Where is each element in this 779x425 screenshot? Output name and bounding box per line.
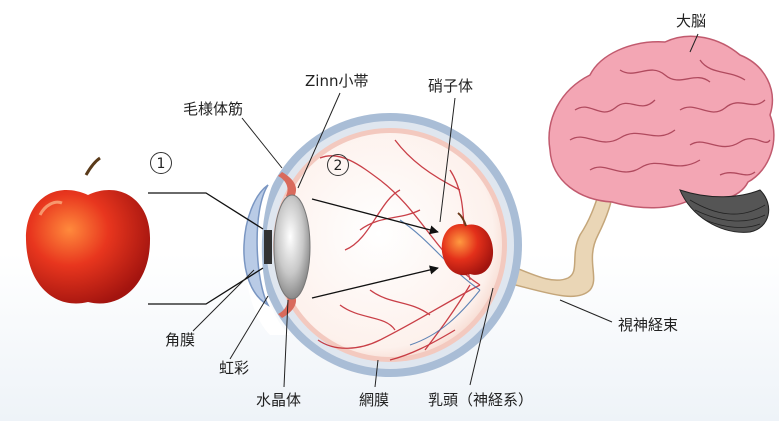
label-iris: 虹彩 [219,361,249,376]
label-zinn: Zinn小帯 [305,74,368,89]
label-disc: 乳頭（神経系） [428,393,533,408]
label-cornea: 角膜 [165,333,195,348]
marker-two: 2 [327,154,349,176]
label-lens: 水晶体 [256,393,301,408]
label-brain: 大脳 [676,14,706,29]
marker-one: 1 [150,152,172,174]
label-optic-nerve: 視神経束 [618,318,678,333]
label-vitreous: 硝子体 [428,79,473,94]
label-retina: 網膜 [359,393,389,408]
brain-illustration [549,36,774,232]
apple-illustration [26,158,150,303]
lens-shape [274,195,310,299]
label-ciliary: 毛様体筋 [183,102,243,117]
iris-shape [264,230,272,264]
